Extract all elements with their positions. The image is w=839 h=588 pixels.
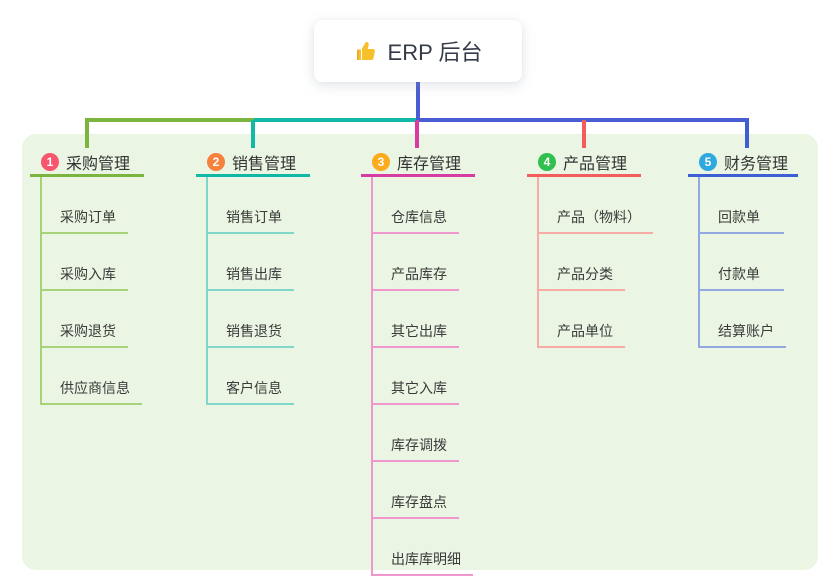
child-node[interactable]: 其它入库 xyxy=(373,348,459,405)
child-node[interactable]: 采购退货 xyxy=(42,291,128,348)
branch-finance: 5 财务管理 回款单付款单结算账户 xyxy=(688,149,798,348)
child-node[interactable]: 库存调拨 xyxy=(373,405,459,462)
connector-stub-sales xyxy=(251,120,255,148)
branch-children: 仓库信息产品库存其它出库其它入库库存调拨库存盘点出库库明细 xyxy=(371,177,475,576)
branch-number-badge: 3 xyxy=(372,152,390,171)
child-node[interactable]: 供应商信息 xyxy=(42,348,142,405)
child-node[interactable]: 结算账户 xyxy=(700,291,786,348)
child-node[interactable]: 回款单 xyxy=(700,177,784,234)
branch-title-row[interactable]: 5 财务管理 xyxy=(688,149,798,177)
branch-sales: 2 销售管理 销售订单销售出库销售退货客户信息 xyxy=(196,149,310,405)
child-node[interactable]: 采购订单 xyxy=(42,177,128,234)
root-node[interactable]: ERP 后台 xyxy=(314,20,522,82)
branch-number-badge: 2 xyxy=(207,152,225,171)
child-node[interactable]: 销售出库 xyxy=(208,234,294,291)
branch-number-badge: 4 xyxy=(538,152,556,171)
branch-number-badge: 5 xyxy=(699,152,717,171)
connector-stub-product xyxy=(582,120,586,148)
child-node[interactable]: 其它出库 xyxy=(373,291,459,348)
child-node[interactable]: 仓库信息 xyxy=(373,177,459,234)
connector-root-trunk xyxy=(416,82,420,120)
child-node[interactable]: 出库库明细 xyxy=(373,519,473,576)
connector-stub-purchase xyxy=(85,120,89,148)
branch-title-row[interactable]: 3 库存管理 xyxy=(361,149,475,177)
branch-purchase: 1 采购管理 采购订单采购入库采购退货供应商信息 xyxy=(30,149,144,405)
child-node[interactable]: 库存盘点 xyxy=(373,462,459,519)
child-node[interactable]: 产品（物料） xyxy=(539,177,653,234)
child-node[interactable]: 销售订单 xyxy=(208,177,294,234)
connector-stub-inventory xyxy=(415,120,419,148)
branch-title: 采购管理 xyxy=(66,155,131,173)
branch-title-row[interactable]: 4 产品管理 xyxy=(527,149,641,177)
connector-horizontal-sales xyxy=(254,118,416,122)
branch-title: 库存管理 xyxy=(397,155,462,173)
branch-children: 销售订单销售出库销售退货客户信息 xyxy=(206,177,310,405)
branch-title: 销售管理 xyxy=(232,155,297,173)
branches-background-panel xyxy=(22,134,818,570)
branch-children: 回款单付款单结算账户 xyxy=(698,177,798,348)
child-node[interactable]: 产品分类 xyxy=(539,234,625,291)
branch-children: 产品（物料）产品分类产品单位 xyxy=(537,177,653,348)
branch-title-row[interactable]: 2 销售管理 xyxy=(196,149,310,177)
child-node[interactable]: 客户信息 xyxy=(208,348,294,405)
child-node[interactable]: 产品库存 xyxy=(373,234,459,291)
branch-number-badge: 1 xyxy=(41,152,59,171)
child-node[interactable]: 产品单位 xyxy=(539,291,625,348)
connector-horizontal-purchase xyxy=(85,118,254,122)
branch-inventory: 3 库存管理 仓库信息产品库存其它出库其它入库库存调拨库存盘点出库库明细 xyxy=(361,149,475,576)
branch-title-row[interactable]: 1 采购管理 xyxy=(30,149,144,177)
child-node[interactable]: 采购入库 xyxy=(42,234,128,291)
branch-product: 4 产品管理 产品（物料）产品分类产品单位 xyxy=(527,149,653,348)
connector-stub-finance xyxy=(745,120,749,148)
branch-children: 采购订单采购入库采购退货供应商信息 xyxy=(40,177,144,405)
child-node[interactable]: 销售退货 xyxy=(208,291,294,348)
root-title: ERP 后台 xyxy=(387,40,483,65)
branch-title: 财务管理 xyxy=(724,155,789,173)
branch-title: 产品管理 xyxy=(563,155,628,173)
thumbs-up-icon xyxy=(354,39,378,63)
child-node[interactable]: 付款单 xyxy=(700,234,784,291)
